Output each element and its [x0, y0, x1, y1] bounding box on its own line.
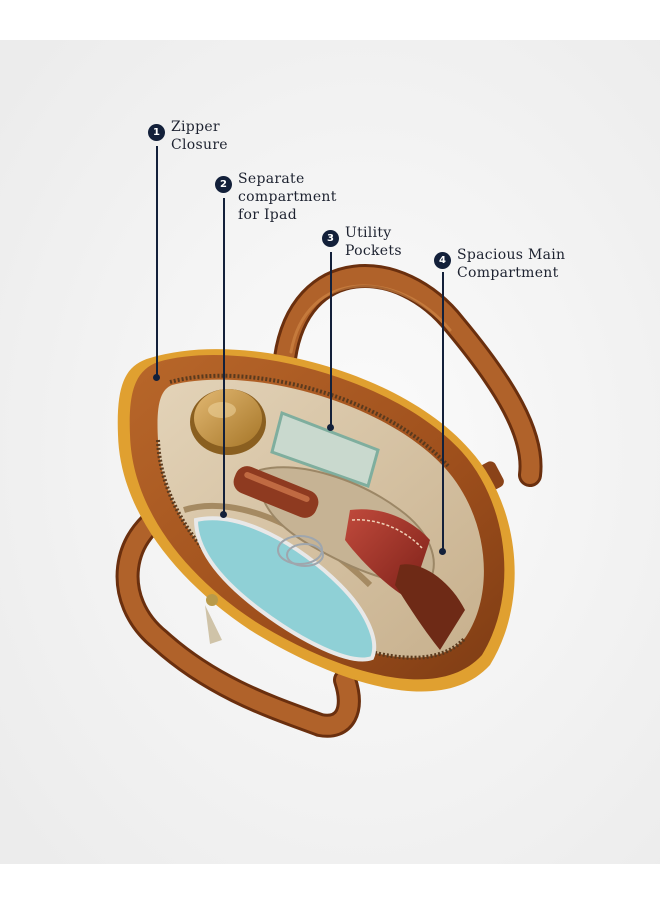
- wallet: [345, 509, 465, 650]
- callout-label-line: Zipper: [171, 119, 220, 135]
- callout-label-line: Spacious Main: [457, 247, 566, 263]
- leader-dot-3: [327, 424, 334, 431]
- callout-label: Separate compartment for Ipad: [238, 170, 337, 224]
- tassel-charm: [205, 594, 222, 644]
- tin-container: [190, 389, 266, 455]
- callout-utility-pockets: 3 Utility Pockets: [322, 224, 402, 260]
- notebook: [270, 410, 380, 488]
- callout-label-line: Closure: [171, 137, 228, 153]
- callout-number-badge: 2: [215, 176, 232, 193]
- callout-label-line: Compartment: [457, 265, 559, 281]
- callout-label: Zipper Closure: [171, 118, 228, 154]
- handle-back: [273, 264, 543, 487]
- callout-label: Utility Pockets: [345, 224, 402, 260]
- leader-line-4: [442, 272, 444, 552]
- callout-number-badge: 4: [434, 252, 451, 269]
- callout-label: Spacious Main Compartment: [457, 246, 565, 282]
- leader-line-3: [330, 252, 332, 428]
- handle-front: [115, 496, 361, 738]
- callout-ipad-compartment: 2 Separate compartment for Ipad: [215, 170, 337, 224]
- callout-label-line: compartment: [238, 189, 337, 205]
- tote-bag-photo: [0, 40, 660, 864]
- callout-label-line: Separate: [238, 171, 305, 187]
- leader-line-1: [156, 146, 158, 378]
- cable-coil: [277, 535, 324, 567]
- leader-line-2: [223, 198, 225, 514]
- leader-dot-2: [220, 511, 227, 518]
- callout-label-line: for Ipad: [238, 207, 297, 223]
- callout-main-compartment: 4 Spacious Main Compartment: [434, 246, 565, 282]
- callout-number-badge: 1: [148, 124, 165, 141]
- callout-zipper-closure: 1 Zipper Closure: [148, 118, 228, 154]
- pen-pouch: [233, 466, 319, 518]
- callout-label-line: Pockets: [345, 243, 402, 259]
- callout-number-badge: 3: [322, 230, 339, 247]
- leader-dot-1: [153, 374, 160, 381]
- leader-dot-4: [439, 548, 446, 555]
- callout-label-line: Utility: [345, 225, 392, 241]
- zipper-track: [169, 373, 450, 468]
